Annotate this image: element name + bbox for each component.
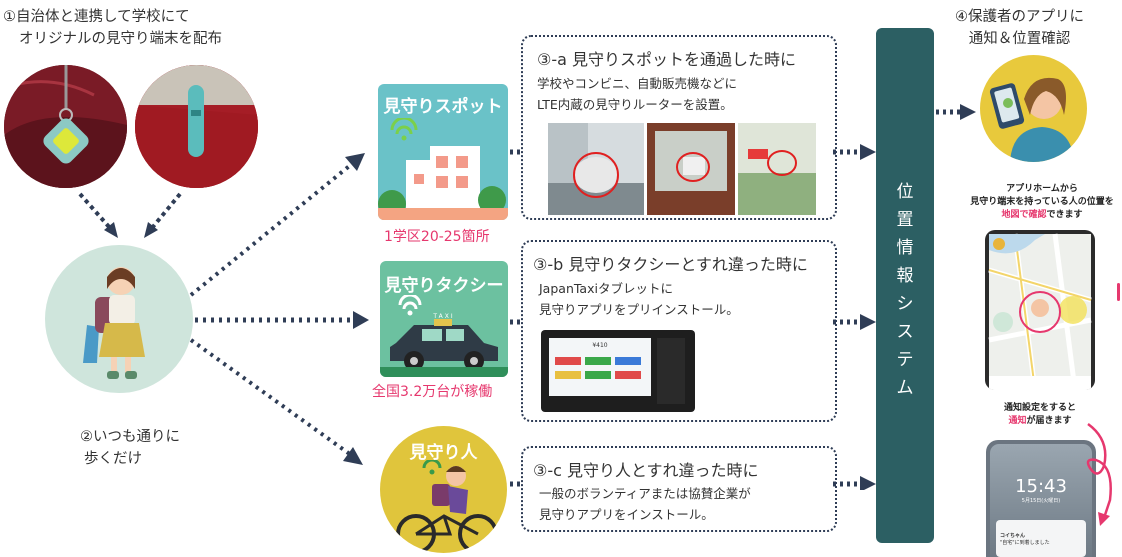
callout-spot: ③-a 見守りスポットを通過した時に 学校やコンビニ、自動販売機などに LTE内… [521,35,837,220]
step1-caption: ①自治体と連携して学校にて オリジナルの見守り端末を配布 [3,6,222,50]
spot-tile: 見守りスポット [378,84,508,220]
system-label-char: シ [896,294,914,314]
app-caption-highlight: 地図で確認 [1001,210,1047,220]
parent-circle [980,55,1087,162]
lockscreen-phone: 15:43 5月15日(火曜日) コイちゃん "自宅"に到着しました [986,440,1096,557]
callout-spot-title: ③-a 見守りスポットを通過した時に [537,50,797,69]
photo-shop-shelf [738,123,816,215]
person-circle: 見守り人 [380,426,507,553]
app-caption-line3: 地図で確認できます [962,209,1122,222]
callout-taxi-title: ③-b 見守りタクシーとすれ違った時に [533,255,808,274]
lockscreen-display: 15:43 5月15日(火曜日) コイちゃん "自宅"に到着しました [990,444,1092,557]
app-caption-line2: 見守り端末を持っている人の位置を [970,197,1114,207]
parent-with-phone-icon [989,77,1074,162]
system-label-char: ム [896,378,914,398]
notify-caption-line2: 通知が届きます [985,415,1095,428]
step1-line2: オリジナルの見守り端末を配布 [19,31,222,47]
taxi-stat: 全国3.2万台が稼働 [372,384,493,400]
callout-person-body-line2: 見守りアプリをインストール。 [539,507,714,522]
stick-device-icon [135,65,258,188]
callout-taxi-body-line1: JapanTaxiタブレットに [539,281,673,296]
system-label: 位置情報システム [876,178,934,402]
taxi-tile-title: 見守りタクシー [384,276,504,296]
tablet-screen: ¥410 [549,338,651,396]
app-caption-rest: できます [1046,210,1083,220]
step4-caption: ④保護者のアプリに 通知＆位置確認 [955,6,1084,50]
app-caption-line1: アプリホームから [1006,184,1078,194]
cyclist-icon [396,460,498,553]
notify-caption-rest: が届きます [1026,416,1072,426]
callout-spot-body: 学校やコンビニ、自動販売機などに LTE内蔵の見守りルーターを設置。 [537,73,737,115]
step1-line1: ①自治体と連携して学校にて [3,9,190,25]
system-label-char: 置 [896,210,914,230]
step2-line1: ②いつも通りに [80,429,180,445]
callout-person-body: 一般のボランティアまたは協賛企業が 見守りアプリをインストール。 [539,483,751,525]
notify-caption-highlight: 通知 [1008,416,1027,426]
step4-line1: ④保護者のアプリに [955,9,1084,25]
callout-person: ③-c 見守り人とすれ違った時に 一般のボランティアまたは協賛企業が 見守りアプ… [521,446,837,532]
step4-line2: 通知＆位置確認 [968,31,1071,47]
person-tile-title: 見守り人 [409,443,478,463]
notify-caption: 通知設定をすると 通知が届きます [985,402,1095,428]
arrow-system-to-parent [936,104,976,120]
lockscreen-time: 15:43 [1015,476,1067,497]
system-label-char: 情 [896,238,914,258]
vending-router-photo [548,123,644,215]
photo-store [647,123,735,215]
taxi-tablet-photo: ¥410 [541,330,695,412]
notify-caption-line1: 通知設定をすると [1003,403,1076,413]
lockscreen-date: 5月15日(火曜日) [1021,498,1061,504]
step2-line2: 歩くだけ [84,451,142,467]
callout-person-title: ③-c 見守り人とすれ違った時に [533,461,759,480]
notify-curve-arrow [1086,422,1112,526]
tablet-buttons-icon [555,357,641,379]
spot-tile-title: 見守りスポット [383,97,503,117]
system-label-char: 位 [896,182,914,202]
store-router-photo [647,123,735,215]
system-label-char: 報 [896,266,914,286]
device-photo-tag [4,65,127,188]
system-label-char: テ [896,350,914,370]
taxi-plate: TAXI [433,313,455,320]
callout-spot-body-line2: LTE内蔵の見守りルーターを設置。 [537,97,733,112]
spot-stat: 1学区20-25箇所 [384,229,490,245]
keychain-device-icon [4,65,127,188]
map-edge-marker [1117,283,1120,301]
app-caption: アプリホームから 見守り端末を持っている人の位置を 地図で確認できます [962,183,1122,222]
walking-child-icon [83,267,145,379]
arrows-step1-to-step2 [78,192,182,238]
step2-caption: ②いつも通りに 歩くだけ [80,426,180,470]
callout-taxi-body-line2: 見守りアプリをプリインストール。 [539,302,739,317]
device-photo-stick [135,65,258,188]
notification-message: "自宅"に到着しました [1000,540,1050,546]
building-icon [378,118,508,220]
system-label-char: ス [896,322,914,342]
map-screen-icon [988,233,1092,390]
shelf-router-photo [738,123,816,215]
arrows-step2-to-channels [189,153,369,465]
photo-vending [548,123,644,215]
callout-taxi: ③-b 見守りタクシーとすれ違った時に JapanTaxiタブレットに 見守りア… [521,240,837,422]
callout-person-body-line1: 一般のボランティアまたは協賛企業が [539,486,751,501]
callout-taxi-body: JapanTaxiタブレットに 見守りアプリをプリインストール。 [539,278,739,320]
notification-card[interactable]: コイちゃん "自宅"に到着しました [996,520,1086,557]
location-system-bar: 位置情報システム [876,28,934,543]
taxi-tile: 見守りタクシー TAXI [380,261,508,377]
tablet-price: ¥410 [592,342,608,349]
child-circle [45,245,193,393]
map-phone [985,230,1095,390]
taxi-car-icon [380,295,508,377]
notification-title: コイちゃん [1000,533,1026,539]
tablet-card-reader [657,338,685,404]
callout-spot-body-line1: 学校やコンビニ、自動販売機などに [537,76,738,91]
connector-arrows [510,144,876,490]
